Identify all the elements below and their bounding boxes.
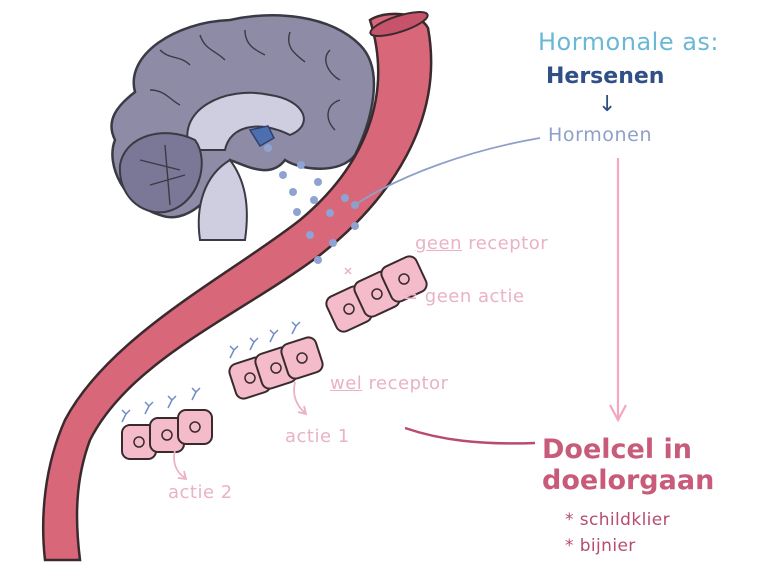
no-action-cross [344,267,352,275]
axis-arrow-down [609,158,627,423]
no-receptor-rest: receptor [461,233,549,254]
action-arrow-2 [173,449,188,481]
action-arrow-1 [293,381,308,416]
target-connector-line [404,426,536,445]
chain-arrow-icon: ↓ [598,92,617,117]
no-receptor-keyword: geen [415,233,462,254]
brain-illustration [110,14,376,241]
target-cell-label: Doelcel in doelorgaan [542,434,714,496]
hormone-pointer-dot [351,201,359,209]
target-line-2: doelorgaan [542,465,715,497]
hormone-particles [264,144,359,264]
messenger-label: Hormonen [548,124,653,146]
receptor-label: wel receptor [330,375,448,393]
cell-group-receptor-2 [121,387,213,460]
axis-title: Hormonale as: [538,28,720,56]
example-adrenal: * bijnier [565,536,636,556]
cell-group-receptor-1 [228,321,324,400]
target-line-1: Doelcel in [542,434,692,465]
example-thyroid: * schildklier [565,510,671,530]
hormone-pointer-line [354,137,541,206]
no-action-label: = geen actie [403,286,525,307]
no-receptor-label: geen receptor [415,235,548,253]
blood-vessel [41,12,433,562]
receptor-keyword: wel [330,373,363,394]
action-1-label: actie 1 [285,426,350,447]
vessel-opening [369,11,429,37]
cell-group-no-receptor [325,255,428,333]
source-label: Hersenen [546,64,665,89]
action-2-label: actie 2 [168,482,233,503]
receptor-rest: receptor [362,373,449,394]
